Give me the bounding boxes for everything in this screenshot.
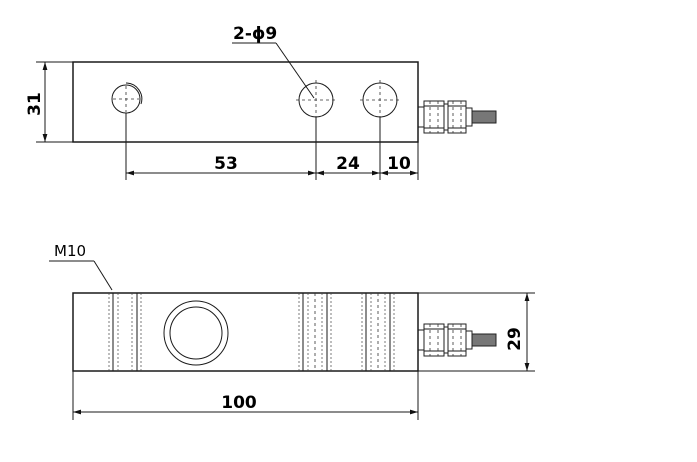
dimension-31: 31	[25, 61, 73, 143]
dim-10: 10	[387, 154, 411, 174]
threaded-hole-left	[108, 293, 142, 371]
dimension-53: 53	[126, 154, 316, 176]
dim-side-height: 29	[505, 327, 525, 351]
thread-callout-label: M10	[54, 242, 86, 260]
sensing-hole	[163, 300, 229, 366]
threaded-hole-middle	[298, 293, 332, 371]
threaded-hole-right	[361, 293, 395, 371]
thread-callout: M10	[49, 242, 113, 291]
top-view: 31 53 24 10 2-ϕ9	[25, 24, 497, 180]
dim-24: 24	[336, 154, 360, 174]
top-connector	[417, 100, 497, 134]
dimension-100: 100	[72, 371, 419, 420]
top-view-body	[72, 61, 419, 143]
dim-53: 53	[214, 154, 238, 174]
side-view: M10 29 100	[49, 242, 535, 420]
dimension-29: 29	[418, 292, 535, 372]
dim-length: 100	[221, 393, 257, 413]
dim-top-height: 31	[25, 92, 45, 116]
dimension-10: 10	[380, 154, 418, 176]
hole-callout: 2-ϕ9	[232, 24, 315, 99]
hole-callout-label: 2-ϕ9	[233, 24, 277, 44]
side-connector	[417, 323, 497, 357]
side-view-body	[72, 292, 419, 372]
dimension-24: 24	[316, 154, 380, 176]
